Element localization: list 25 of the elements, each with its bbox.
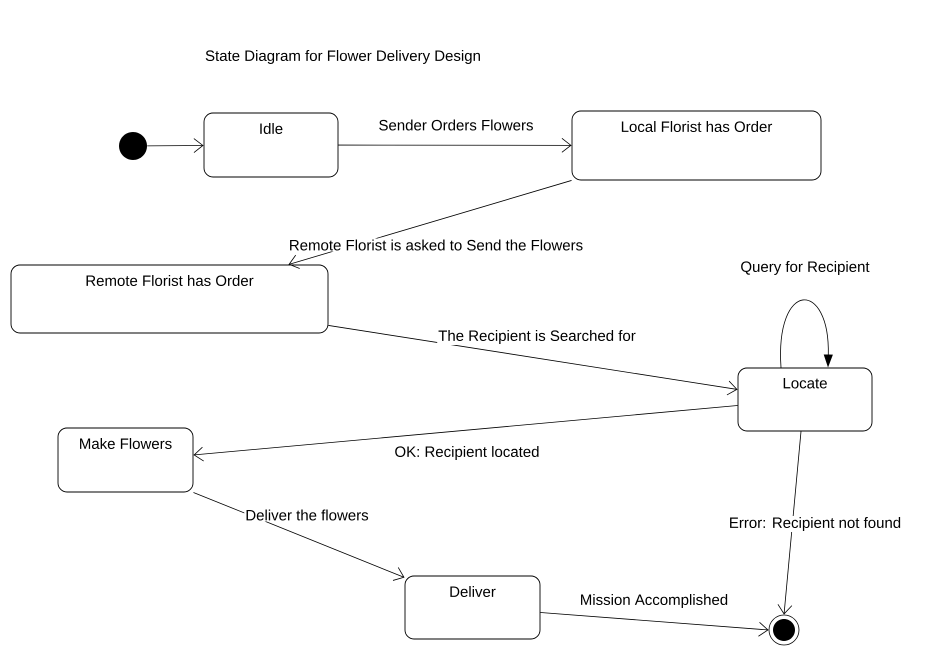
transition-arrow (778, 431, 802, 615)
edge-label: Query for Recipient (739, 260, 871, 276)
state-box: Local Florist has Order (572, 110, 822, 180)
diagram-title: State Diagram for Flower Delivery Design (206, 50, 480, 64)
initial-state (119, 132, 147, 160)
transition-arrow (193, 492, 405, 581)
transition-arrow (338, 138, 572, 153)
edge-label: Deliver the flowers (244, 508, 370, 522)
state-box: Deliver (404, 576, 540, 640)
edge-label: Error: Recipient not found (728, 516, 902, 532)
transition-arrow (193, 405, 738, 462)
final-state (768, 614, 800, 646)
transition-arrow (780, 300, 833, 368)
edge-label: Remote Florist is asked to Send the Flowers (288, 238, 584, 252)
state-box: Make Flowers (58, 428, 194, 492)
state-box: Remote Florist has Order (10, 264, 328, 334)
state-box: Idle (204, 112, 338, 178)
transition-arrow (146, 138, 204, 153)
edge-label: Sender Orders Flowers (377, 118, 535, 132)
edge-label: OK: Recipient located (393, 445, 541, 461)
edge-label: The Recipient is Searched for (437, 329, 637, 345)
state-box: Locate (738, 368, 872, 432)
transition-arrow (540, 612, 769, 637)
edge-label: Mission Accomplished (578, 593, 730, 609)
transition-arrow (328, 325, 738, 396)
